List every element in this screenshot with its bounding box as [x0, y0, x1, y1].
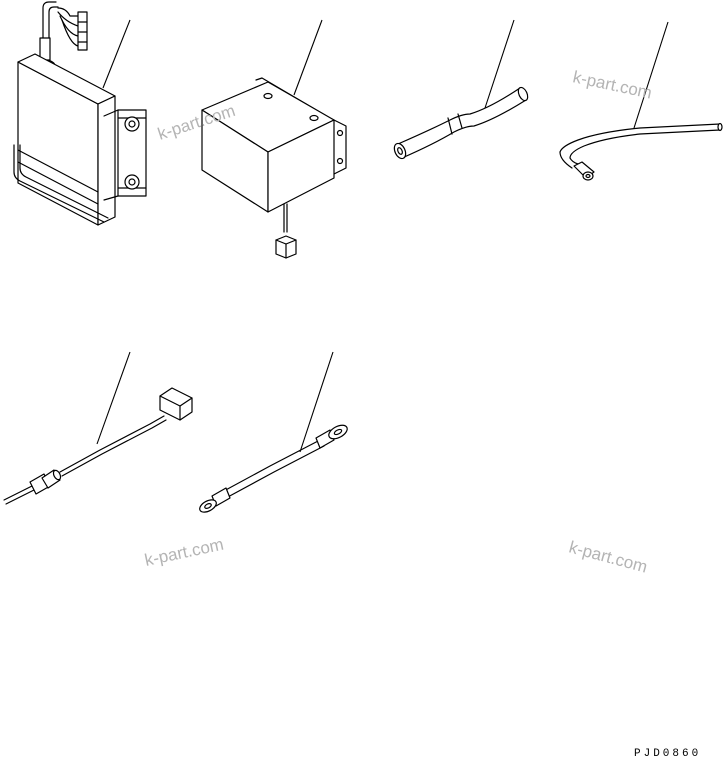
- watermark: k-part.com: [143, 535, 225, 570]
- part-control-box: [201, 19, 347, 259]
- part-ground-cable: [199, 351, 348, 513]
- leader-line-straight-hose: [484, 19, 515, 109]
- part-sensor-cable: [3, 351, 193, 505]
- drawing-code: PJD0860: [634, 748, 701, 760]
- leader-line-heater: [102, 19, 131, 89]
- part-bent-tube: [559, 21, 723, 181]
- leader-line-bent-tube: [633, 21, 669, 129]
- leader-line-control-box: [293, 19, 323, 96]
- watermark: k-part.com: [567, 538, 649, 577]
- part-straight-hose: [393, 19, 529, 160]
- watermark: k-part.com: [571, 67, 653, 102]
- leader-line-sensor: [96, 351, 131, 445]
- part-heater-unit: [13, 1, 147, 226]
- leader-line-ground-cable: [299, 351, 334, 453]
